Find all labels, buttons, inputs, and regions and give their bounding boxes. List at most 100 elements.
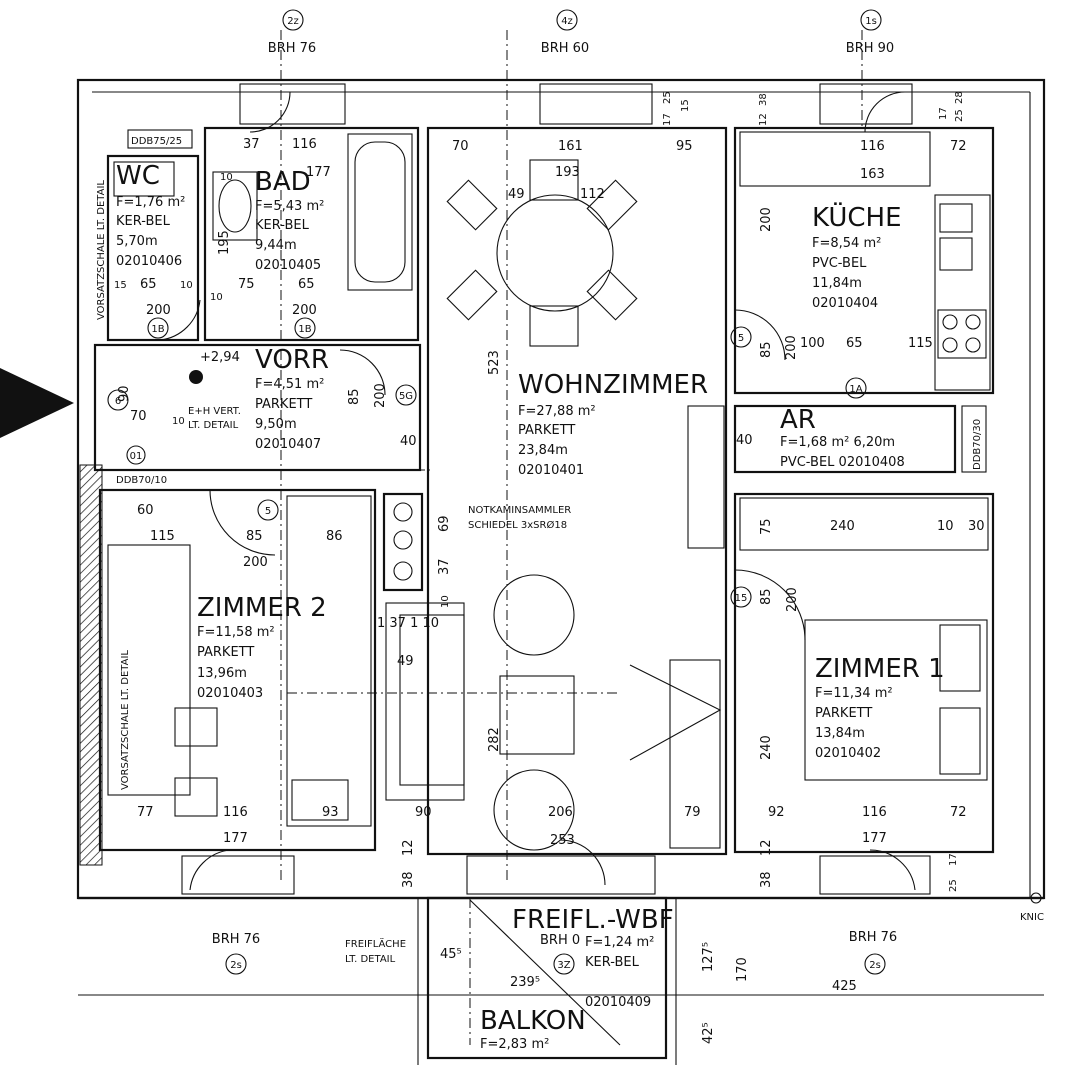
- notkamin-label-2: SCHIEDEL 3xSRØ18: [468, 519, 567, 531]
- ddb-label-top: DDB75/25: [131, 136, 182, 147]
- dimension: 85: [759, 341, 774, 358]
- room-info: PVC-BEL: [812, 256, 867, 271]
- door-tag: 5G: [399, 391, 413, 402]
- dimensions-wc: 15 65 10 200 10 75 65 200 195 10: [114, 172, 317, 318]
- dimension: 79: [684, 805, 701, 820]
- door-tags: 1B 1B 6 5G 5 5 1A 15 3Z 01: [107, 317, 867, 975]
- room-info: 02010406: [116, 254, 182, 269]
- room-title: BAD: [255, 167, 311, 197]
- dimension: 193: [555, 165, 580, 180]
- dimension: 239⁵: [510, 975, 540, 990]
- dimension: 116: [292, 137, 317, 152]
- room-title: FREIFL.-WBF: [512, 905, 674, 935]
- pointer-arrow: [0, 368, 74, 438]
- vorsatz-label-top: VORSATZSCHALE LT. DETAIL: [96, 180, 107, 320]
- room-info: PARKETT: [815, 706, 872, 721]
- dimension: 72: [950, 805, 967, 820]
- notkamin-label-1: NOTKAMINSAMMLER: [468, 505, 571, 516]
- dimension: 15: [680, 99, 691, 112]
- axis-circle-1s: 1s: [865, 16, 877, 27]
- room-info: 9,50m: [255, 417, 297, 432]
- room-info: 13,96m: [197, 666, 247, 681]
- dimension: 69: [437, 515, 452, 532]
- annotations: DDB75/25 DDB70/10 DDB70/30 VORSATZSCHALE…: [96, 129, 1044, 965]
- dimension: 200: [784, 335, 799, 360]
- dimension: 116: [862, 805, 887, 820]
- room-info: 5,70m: [116, 234, 158, 249]
- ddb-label-mid: DDB70/10: [116, 475, 167, 486]
- room-info: KER-BEL: [585, 955, 640, 970]
- dimension: 523: [487, 350, 502, 375]
- dimension: 425: [832, 979, 857, 994]
- room-info: F=8,54 m²: [812, 236, 881, 251]
- door-tag: 6: [115, 396, 121, 407]
- room-info: PARKETT: [518, 423, 575, 438]
- room-info: KER-BEL: [255, 218, 310, 233]
- dimension: 60: [137, 503, 154, 518]
- dimension: 90: [415, 805, 432, 820]
- dimension: 75: [759, 518, 774, 535]
- axis-brh-bottom-2: BRH 76: [849, 930, 897, 945]
- eh-vert-label: E+H VERT.: [188, 406, 241, 417]
- dimension: 49: [397, 654, 414, 669]
- dimension: 75: [238, 277, 255, 292]
- dimension: 95: [676, 139, 693, 154]
- dimension: 85: [759, 588, 774, 605]
- dimension: 112: [580, 187, 605, 202]
- dimension: 200: [759, 207, 774, 232]
- room-title: KÜCHE: [812, 201, 902, 233]
- room-info: 23,84m: [518, 443, 568, 458]
- door-tag: 5: [738, 333, 744, 344]
- axis-circle-2s-1: 2s: [230, 960, 242, 971]
- dimension: 200: [785, 587, 800, 612]
- dimension: 17: [938, 107, 949, 120]
- dimension: 25: [662, 91, 673, 104]
- dimension: 200: [373, 383, 388, 408]
- axis-circle-2s-2: 2s: [869, 960, 881, 971]
- dimension: 37: [243, 137, 260, 152]
- dimension: 116: [223, 805, 248, 820]
- axis-brh-top-1: BRH 76: [268, 41, 316, 56]
- door-tag: 1A: [849, 384, 862, 395]
- door-tag: 01: [130, 451, 143, 462]
- axis-brh-top-2: BRH 60: [541, 41, 589, 56]
- dimension: 72: [950, 139, 967, 154]
- top-axis-labels: 2z BRH 76 4z BRH 60 1s BRH 90: [268, 9, 894, 56]
- door-tag: 3Z: [557, 960, 570, 971]
- dimension: 65: [298, 277, 315, 292]
- dimensions-topright: 38 12 17 25 17 28 25 15: [662, 91, 965, 126]
- dimension: 65: [140, 277, 157, 292]
- room-info: 11,84m: [812, 276, 862, 291]
- dimension: 37: [437, 558, 452, 575]
- dimension: 240: [759, 735, 774, 760]
- room-kueche: KÜCHE F=8,54 m² PVC-BEL 11,84m 02010404: [812, 201, 902, 311]
- dimension: 49: [508, 187, 525, 202]
- dimension: 240: [830, 519, 855, 534]
- room-title: ZIMMER 2: [197, 593, 327, 623]
- dimension: 177: [306, 165, 331, 180]
- dimension: 10: [937, 519, 954, 534]
- dimension: 177: [862, 831, 887, 846]
- dimension: 200: [243, 555, 268, 570]
- room-title: VORR: [255, 345, 329, 375]
- freiflaeche-label-2: LT. DETAIL: [345, 954, 396, 965]
- dimension: 65: [846, 336, 863, 351]
- room-info: 13,84m: [815, 726, 865, 741]
- door-tag: 5: [265, 506, 271, 517]
- dimensions-balcony: 45⁵ 239⁵ 127⁵ 170 425 42⁵: [440, 942, 857, 1044]
- dimension: 10: [210, 292, 223, 303]
- dimension: 77: [137, 805, 154, 820]
- axis-brh-bottom-1: BRH 76: [212, 932, 260, 947]
- room-bad: BAD F=5,43 m² KER-BEL 9,44m 02010405: [255, 167, 324, 273]
- room-info: F=2,83 m²: [480, 1037, 549, 1052]
- axis-brh-top-3: BRH 90: [846, 41, 894, 56]
- dimension: 45⁵: [440, 947, 462, 962]
- room-title: AR: [780, 405, 816, 435]
- room-wc: WC F=1,76 m² KER-BEL 5,70m 02010406: [116, 161, 185, 269]
- room-info: 02010403: [197, 686, 263, 701]
- dimension: 170: [735, 957, 750, 982]
- knic-label: KNIC: [1020, 912, 1044, 923]
- dimension: 12: [758, 113, 769, 126]
- room-info: F=5,43 m²: [255, 199, 324, 214]
